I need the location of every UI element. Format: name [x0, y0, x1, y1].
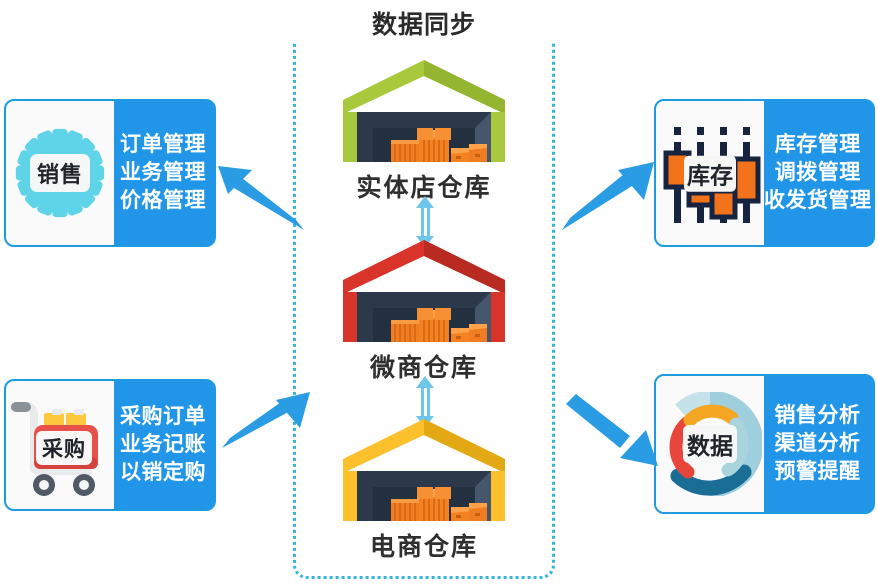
data-feature-list: 销售分析 渠道分析 预警提醒 [764, 376, 873, 512]
purchase-icon-area: 采购 [6, 381, 114, 509]
arrow-purchase-to-center [222, 392, 310, 448]
stock-icon-area: 库存 [656, 101, 764, 245]
warehouse-weishang[interactable]: 微商仓库 [339, 236, 509, 383]
warehouse-label: 电商仓库 [369, 532, 478, 561]
arrow-center-to-sales [218, 166, 304, 230]
warehouse-icon [343, 419, 505, 521]
warehouse-store[interactable]: 实体店仓库 [339, 56, 509, 203]
purchase-feature-2: 业务记账 [120, 432, 206, 457]
purchase-feature-list: 采购订单 业务记账 以销定购 [114, 381, 214, 509]
purchase-feature-1: 采购订单 [120, 404, 206, 429]
stock-feature-1: 库存管理 [774, 132, 861, 157]
stock-feature-2: 调拨管理 [774, 160, 861, 185]
warehouse-icon [343, 60, 505, 162]
sales-feature-list: 订单管理 业务管理 价格管理 [114, 101, 214, 245]
stock-badge-label: 库存 [684, 155, 736, 192]
data-feature-3: 预警提醒 [774, 458, 861, 483]
sales-badge-label: 销售 [29, 154, 91, 192]
warehouse-ecommerce[interactable]: 电商仓库 [339, 415, 509, 562]
warehouse-label: 实体店仓库 [356, 173, 492, 202]
sales-feature-2: 业务管理 [120, 160, 206, 185]
card-sales[interactable]: 销售 订单管理 业务管理 价格管理 [4, 99, 216, 247]
data-feature-2: 渠道分析 [774, 431, 861, 456]
sales-icon-area: 销售 [6, 101, 114, 245]
data-feature-1: 销售分析 [774, 403, 861, 428]
card-data[interactable]: 数据 销售分析 渠道分析 预警提醒 [654, 374, 875, 514]
stock-feature-3: 收发货管理 [764, 187, 872, 212]
card-purchase[interactable]: 采购 采购订单 业务记账 以销定购 [4, 379, 216, 511]
data-icon-area: 数据 [656, 376, 764, 512]
purchase-badge-label: 采购 [36, 431, 92, 465]
arrow-center-to-stock [562, 162, 654, 230]
purchase-feature-3: 以销定购 [120, 459, 206, 484]
sales-feature-3: 价格管理 [120, 187, 206, 212]
data-badge-label: 数据 [683, 425, 737, 463]
card-stock[interactable]: 库存 库存管理 调拨管理 收发货管理 [654, 99, 875, 247]
warehouse-icon [343, 240, 505, 342]
warehouse-label: 微商仓库 [369, 353, 478, 382]
sales-feature-1: 订单管理 [120, 132, 206, 157]
arrow-center-to-data [566, 394, 658, 466]
stock-feature-list: 库存管理 调拨管理 收发货管理 [764, 101, 873, 245]
data-sync-title: 数据同步 [293, 8, 555, 43]
